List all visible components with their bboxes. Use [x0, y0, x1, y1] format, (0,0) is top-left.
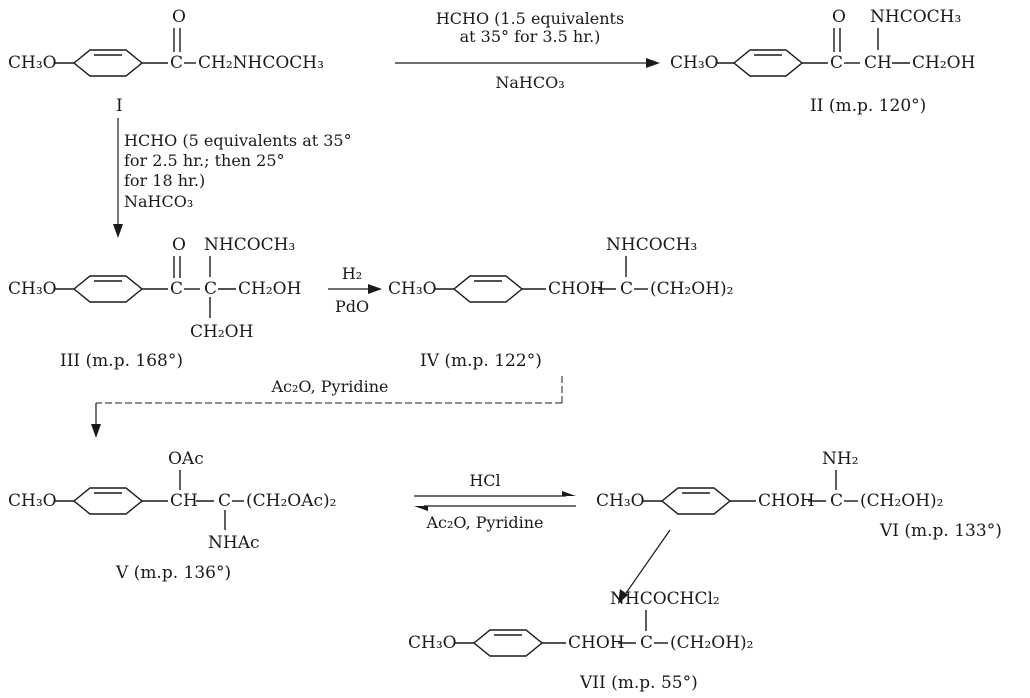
- methoxy-group: CH₃O: [596, 491, 645, 511]
- carbonyl-oxygen: O: [172, 7, 186, 27]
- compound-VI: CH₃O CHOH NH₂ C (CH₂OH)₂ VI (m.p. 133°): [596, 449, 1002, 541]
- compound-label: VII (m.p. 55°): [579, 673, 698, 693]
- carbonyl-carbon: C: [170, 279, 183, 299]
- reverse-reagent: Ac₂O, Pyridine: [426, 513, 544, 532]
- compound-III: CH₃O O C NHCOCH₃ C CH₂OH CH₂OH III (m.p.…: [8, 235, 301, 371]
- reagent: Ac₂O, Pyridine: [271, 377, 389, 396]
- chain-right: CH₂OH: [238, 279, 301, 299]
- carbonyl-carbon: C: [170, 53, 183, 73]
- substituent-bottom: CH₂OH: [190, 322, 253, 342]
- carbinol: CHOH: [548, 279, 605, 299]
- conditions-line-1: HCHO (1.5 equivalents: [436, 9, 624, 28]
- benzene-ring: [453, 275, 523, 303]
- compound-label: IV (m.p. 122°): [420, 351, 542, 371]
- compound-label: III (m.p. 168°): [60, 351, 183, 371]
- compound-label: V (m.p. 136°): [115, 563, 231, 583]
- chain-end: CH₂OH: [912, 53, 975, 73]
- chain-end: (CH₂OH)₂: [650, 279, 734, 299]
- quaternary-carbon: C: [640, 633, 653, 653]
- arrow-I-to-III: HCHO (5 equivalents at 35° for 2.5 hr.; …: [113, 118, 352, 238]
- chain-end: (CH₂OH)₂: [670, 633, 754, 653]
- methoxy-group: CH₃O: [8, 53, 57, 73]
- compound-label: VI (m.p. 133°): [879, 521, 1002, 541]
- substituent-top: NH₂: [822, 449, 859, 469]
- reagent: NaHCO₃: [124, 192, 193, 211]
- quaternary-carbon: C: [620, 279, 633, 299]
- benzene-ring: [661, 487, 731, 515]
- quaternary-carbon: C: [830, 491, 843, 511]
- reagent-top: H₂: [342, 264, 362, 283]
- benzene-ring: [733, 49, 803, 77]
- arrow-IV-to-V: Ac₂O, Pyridine: [91, 376, 563, 438]
- carbonyl-oxygen: O: [172, 235, 186, 255]
- arrow-I-to-II: HCHO (1.5 equivalents at 35° for 3.5 hr.…: [395, 9, 660, 92]
- compound-II: CH₃O O C NHCOCH₃ CH CH₂OH II (m.p. 120°): [670, 7, 975, 116]
- methoxy-group: CH₃O: [8, 279, 57, 299]
- reagent-bottom: PdO: [335, 297, 369, 316]
- compound-label: II (m.p. 120°): [810, 96, 926, 116]
- carbinol: CHOH: [758, 491, 815, 511]
- substituent-top: NHCOCH₃: [606, 235, 697, 255]
- substituent-bottom: NHAc: [208, 533, 260, 553]
- chain-end: (CH₂OH)₂: [860, 491, 944, 511]
- conditions-line-3: for 18 hr.): [124, 171, 205, 190]
- compound-IV: CH₃O CHOH NHCOCH₃ C (CH₂OH)₂ IV (m.p. 12…: [388, 235, 734, 371]
- carbinol: CHOH: [568, 633, 625, 653]
- forward-reagent: HCl: [469, 471, 500, 490]
- methoxy-group: CH₃O: [408, 633, 457, 653]
- substituent-top: NHCOCH₃: [870, 7, 961, 27]
- center-carbon: CH: [864, 53, 892, 73]
- benzene-ring: [73, 487, 143, 515]
- reagent: NaHCO₃: [495, 73, 564, 92]
- conditions-line-2: at 35° for 3.5 hr.): [460, 27, 601, 46]
- arrow-III-to-IV: H₂ PdO: [328, 264, 382, 316]
- compound-V: CH₃O OAc CH C (CH₂OAc)₂ NHAc V (m.p. 136…: [8, 449, 336, 583]
- chain-end: (CH₂OAc)₂: [246, 491, 336, 511]
- carbonyl-carbon: C: [830, 53, 843, 73]
- compound-VII: CH₃O CHOH NHCOCHCl₂ C (CH₂OH)₂ VII (m.p.…: [408, 589, 754, 693]
- methoxy-group: CH₃O: [388, 279, 437, 299]
- benzene-ring: [73, 275, 143, 303]
- carbonyl-oxygen: O: [832, 7, 846, 27]
- compound-label: I: [116, 96, 123, 116]
- methine: CH: [170, 491, 198, 511]
- conditions-line-2: for 2.5 hr.; then 25°: [124, 151, 285, 170]
- methoxy-group: CH₃O: [670, 53, 719, 73]
- benzene-ring: [73, 49, 143, 77]
- side-chain: CH₂NHCOCH₃: [198, 53, 324, 73]
- conditions-line-1: HCHO (5 equivalents at 35°: [124, 131, 352, 150]
- compound-I: CH₃O O C CH₂NHCOCH₃ I: [8, 7, 324, 116]
- substituent-top: NHCOCHCl₂: [610, 589, 720, 609]
- methoxy-group: CH₃O: [8, 491, 57, 511]
- substituent-top: NHCOCH₃: [204, 235, 295, 255]
- arrow-VI-to-VII: [618, 529, 671, 604]
- substituent-top: OAc: [168, 449, 204, 469]
- benzene-ring: [473, 629, 543, 657]
- arrow-V-VI-equilibrium: HCl Ac₂O, Pyridine: [414, 471, 576, 532]
- quaternary-carbon: C: [218, 491, 231, 511]
- quaternary-carbon: C: [204, 279, 217, 299]
